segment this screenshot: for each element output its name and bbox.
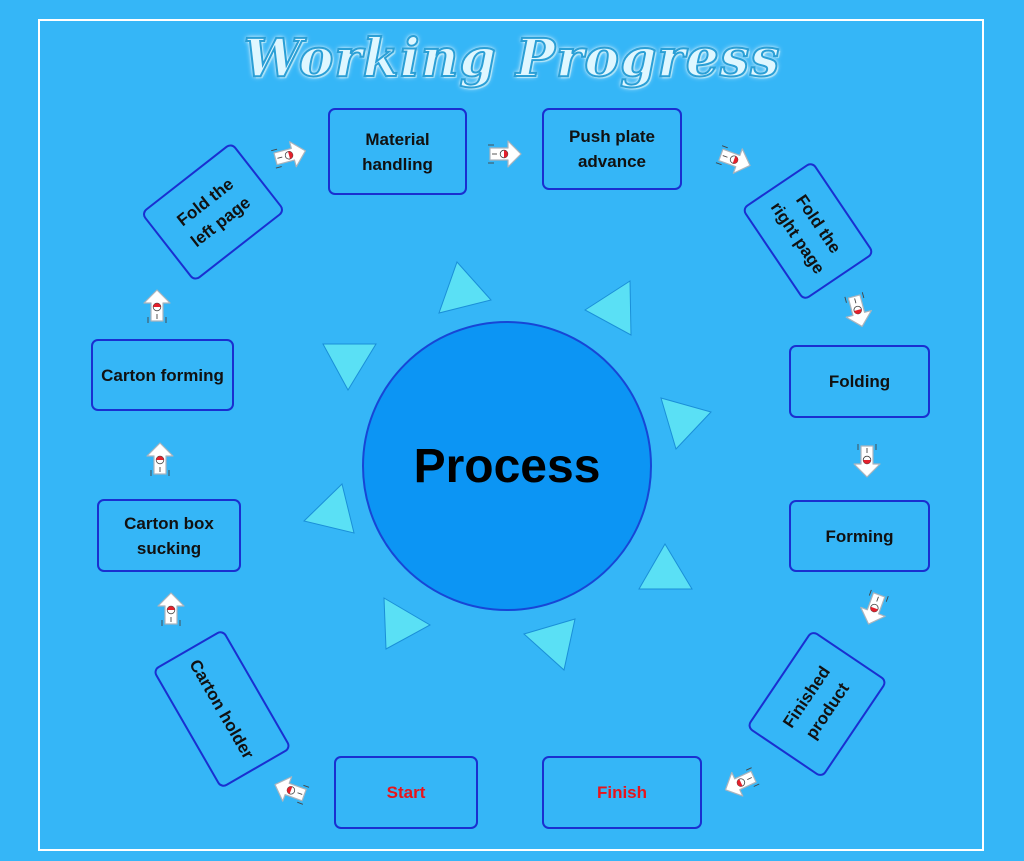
decor-triangle xyxy=(438,261,492,314)
step-label: Carton forming xyxy=(101,365,224,385)
cursor-arrow-icon xyxy=(157,592,185,627)
decor-triangle xyxy=(660,397,712,450)
cursor-arrow-icon xyxy=(855,587,893,630)
decor-triangle xyxy=(303,483,355,534)
process-label: Process xyxy=(413,439,601,493)
step-folding: Folding xyxy=(789,345,930,418)
cursor-arrow-icon xyxy=(853,443,881,478)
border-frame xyxy=(38,19,984,851)
decor-triangle xyxy=(322,343,377,392)
step-carton-forming: Carton forming xyxy=(91,339,234,411)
cursor-arrow-icon xyxy=(143,289,171,324)
step-finish: Finish xyxy=(542,756,702,829)
cursor-arrow-icon xyxy=(487,140,522,168)
step-label: Folding xyxy=(828,372,891,391)
cursor-arrow-icon xyxy=(269,137,310,173)
cursor-arrow-icon xyxy=(840,290,876,331)
decor-triangle xyxy=(584,280,632,336)
step-label: Carton box sucking xyxy=(124,513,214,558)
decor-triangle xyxy=(523,618,576,671)
step-label: Material handling xyxy=(362,129,433,174)
cursor-arrow-icon xyxy=(146,442,174,477)
step-label: Finish xyxy=(596,783,648,802)
step-carton-box-sucking: Carton box sucking xyxy=(97,499,241,572)
step-label: Push plate advance xyxy=(569,127,655,171)
cursor-arrow-icon xyxy=(713,141,756,179)
cursor-arrow-icon xyxy=(269,771,312,809)
step-label: Start xyxy=(386,783,426,802)
diagram-title: Working Progress xyxy=(243,27,781,90)
step-start: Start xyxy=(334,756,478,829)
step-label: Forming xyxy=(825,526,894,546)
process-circle: Process xyxy=(362,321,652,611)
cursor-arrow-icon xyxy=(719,763,762,803)
decor-triangle xyxy=(638,543,693,590)
step-push-plate-advance: Push plate advance xyxy=(542,108,682,190)
step-forming: Forming xyxy=(789,500,930,572)
step-material-handling: Material handling xyxy=(328,108,467,195)
decor-triangle xyxy=(383,597,432,650)
